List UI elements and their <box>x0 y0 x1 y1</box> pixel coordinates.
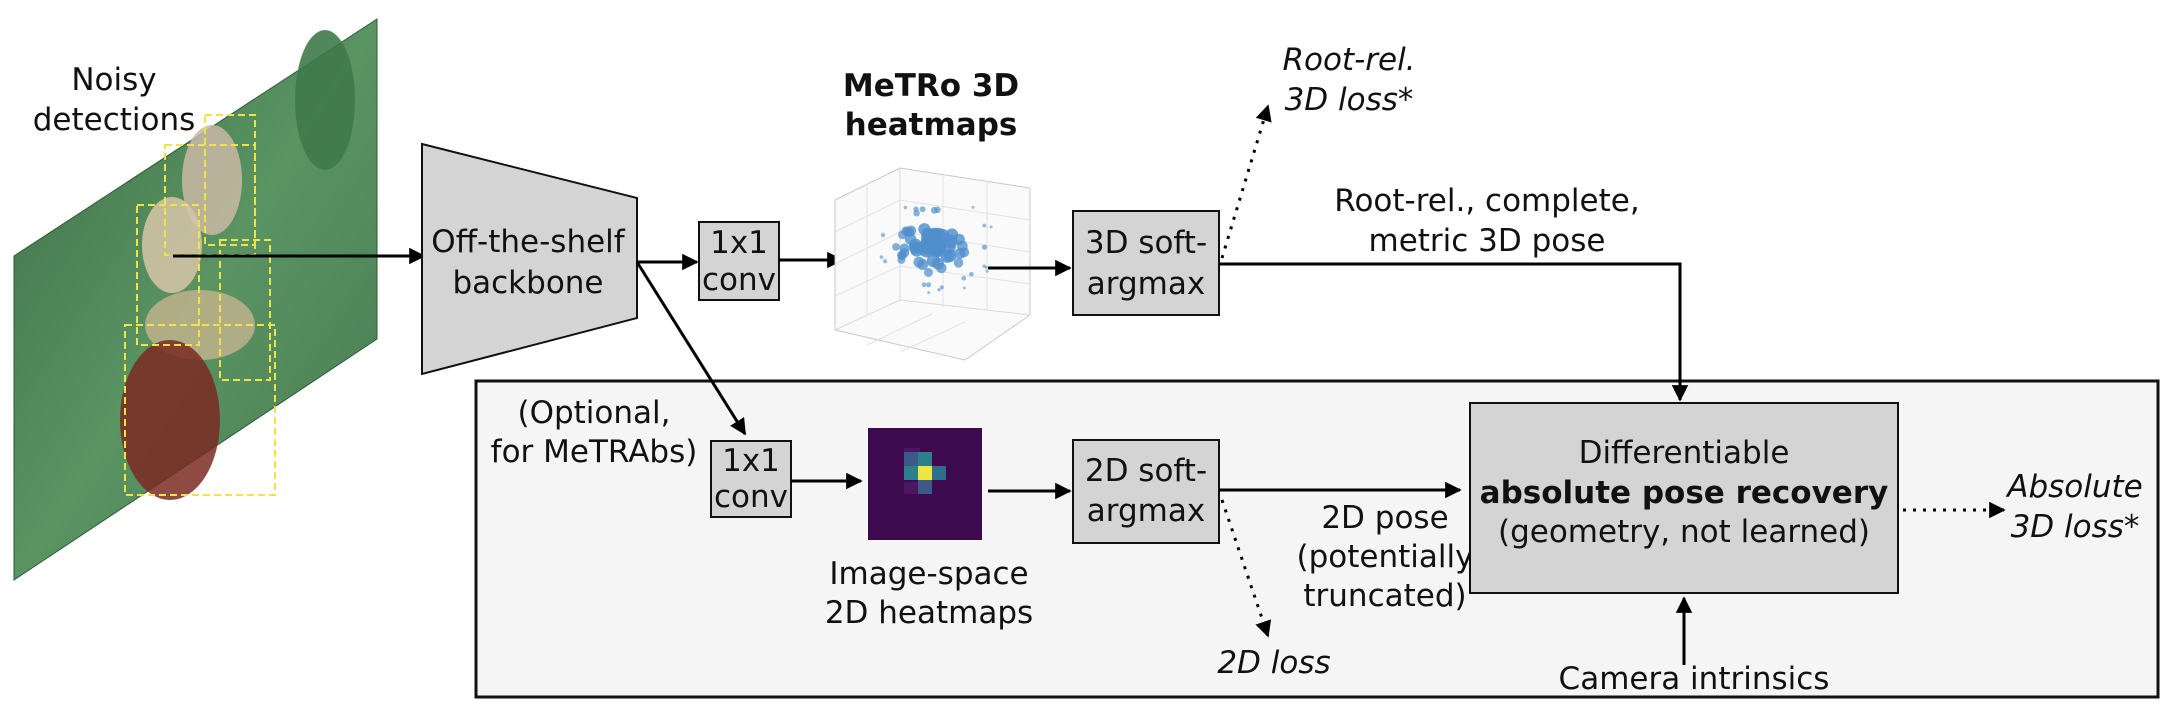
heatmap-blob <box>953 258 964 268</box>
heatmap-2d-line2: 2D heatmaps <box>825 595 1033 631</box>
heatmap-blob <box>989 225 993 229</box>
pose-2d-line1: 2D pose <box>1321 500 1448 536</box>
arrow-to-root-rel-loss <box>1220 104 1272 259</box>
arrow-to-2d-loss <box>1220 499 1272 638</box>
heatmap-blob <box>927 291 931 295</box>
backbone-line2: backbone <box>452 265 603 301</box>
backbone-line1: Off-the-shelf <box>431 224 625 260</box>
conv-bottom-box <box>710 440 792 518</box>
heatmap-blob <box>924 268 933 277</box>
input-label-line1: Noisy <box>71 62 156 98</box>
heatmap-blob <box>982 223 987 228</box>
conv-bottom-line2: conv <box>714 479 788 515</box>
image-space-heatmap <box>868 428 982 540</box>
root-rel-loss-line2: 3D loss* <box>1285 82 1414 118</box>
heatmap-blob <box>954 248 966 259</box>
heatmap-blob <box>971 205 975 209</box>
loss-2d-label: 2D loss <box>1217 645 1330 681</box>
metro-title-line1: MeTRo 3D <box>843 68 1019 104</box>
recovery-line3: (geometry, not learned) <box>1498 514 1870 550</box>
softargmax-3d-line1: 3D soft- <box>1085 225 1207 261</box>
heatmap-blob <box>969 271 974 277</box>
heatmap-blob <box>962 286 966 290</box>
pose-2d-line3: truncated) <box>1303 578 1466 614</box>
heatmap-blob <box>880 233 886 238</box>
heatmap-2d-line1: Image-space <box>829 556 1028 592</box>
softargmax-2d-box <box>1072 439 1220 544</box>
heatmap-blob <box>961 275 967 281</box>
heatmap-blob <box>921 282 927 288</box>
heatmap-blob <box>913 206 919 212</box>
heatmap-blob <box>937 288 941 292</box>
optional-note-line2: for MeTRAbs) <box>491 434 698 470</box>
heatmap-blob <box>917 259 929 270</box>
root-rel-pose-line1: Root-rel., complete, <box>1334 183 1639 219</box>
heatmap-blob <box>985 269 989 273</box>
heatmap-blob <box>919 206 926 213</box>
heatmap-blob <box>899 243 910 254</box>
input-image <box>13 18 378 581</box>
pose-2d-line2: (potentially <box>1297 539 1474 575</box>
heatmap-blob <box>926 282 932 288</box>
absolute-loss-line1: Absolute <box>2005 469 2143 505</box>
heatmap-blob <box>981 244 988 250</box>
conv-bottom-line1: 1x1 <box>722 443 780 479</box>
softargmax-3d-box <box>1072 210 1220 316</box>
metro-title-line2: heatmaps <box>845 107 1018 143</box>
heatmap-blob <box>903 205 908 210</box>
heatmap-blob <box>892 243 900 251</box>
heatmap-blob <box>939 285 944 290</box>
metro-3d-heatmap <box>834 167 1031 361</box>
arrow-backbone-to-conv-bottom <box>635 261 747 436</box>
absolute-loss-line2: 3D loss* <box>2011 509 2140 545</box>
heatmap-blob <box>984 265 988 269</box>
input-label-line2: detections <box>33 102 196 138</box>
heatmap-blob <box>930 206 938 214</box>
heatmap-blob <box>883 259 888 264</box>
root-rel-pose-line2: metric 3D pose <box>1369 223 1606 259</box>
camera-intrinsics-label: Camera intrinsics <box>1559 661 1830 697</box>
arrow-root-rel-pose-to-recovery <box>1219 262 1689 402</box>
root-rel-loss-line1: Root-rel. <box>1282 42 1415 78</box>
absolute-pose-recovery-box <box>1469 402 1899 594</box>
heatmap-blob <box>918 242 935 258</box>
heatmap-blob <box>931 257 944 270</box>
recovery-line2: absolute pose recovery <box>1480 475 1889 511</box>
conv-top-line1: 1x1 <box>710 225 768 261</box>
backbone-box <box>421 142 638 376</box>
softargmax-2d-line1: 2D soft- <box>1085 453 1207 489</box>
heatmap-blob <box>901 226 911 236</box>
heatmap-blob <box>918 223 931 236</box>
softargmax-2d-line2: argmax <box>1087 493 1205 529</box>
softargmax-3d-line2: argmax <box>1087 266 1205 302</box>
heatmap-blob <box>879 255 884 259</box>
optional-note-line1: (Optional, <box>517 395 670 431</box>
recovery-line1: Differentiable <box>1579 435 1790 471</box>
conv-top-line2: conv <box>702 262 776 298</box>
